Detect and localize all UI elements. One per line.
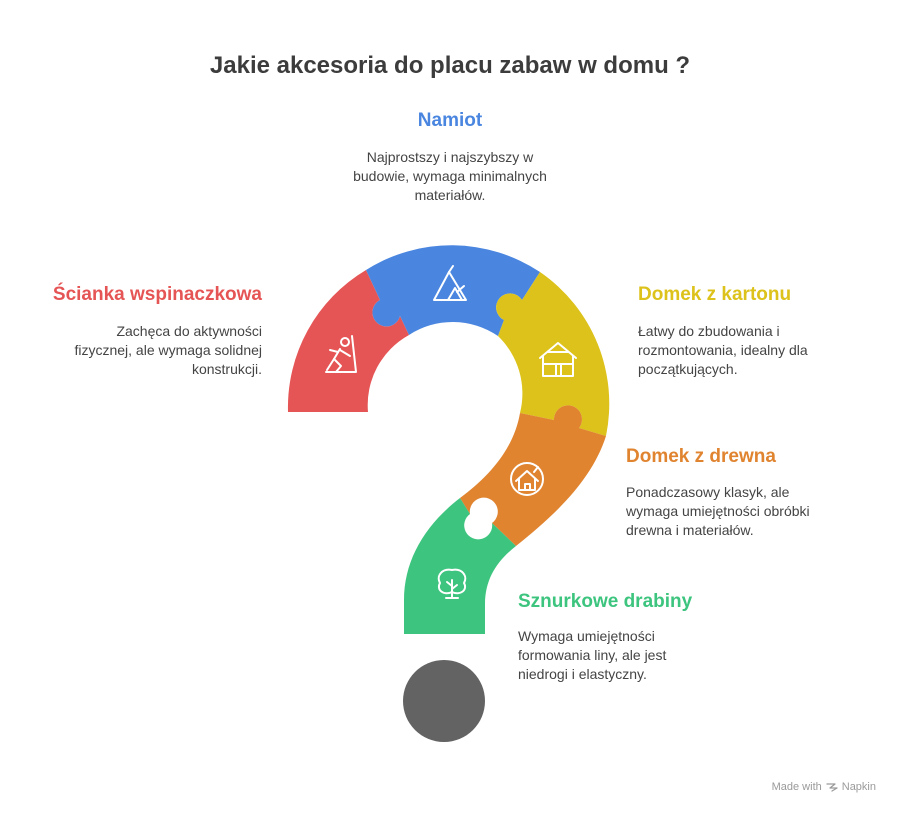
item-title-scianka: Ścianka wspinaczkowa (52, 284, 262, 305)
napkin-logo-icon (826, 783, 838, 792)
credit-brand: Napkin (841, 781, 876, 793)
item-desc-drabiny: Wymaga umiejętności formowania liny, ale… (518, 628, 667, 682)
tree-icon (437, 568, 467, 599)
item-desc-scianka: Zachęca do aktywności fizycznej, ale wym… (74, 323, 262, 377)
item-desc-karton: Łatwy do zbudowania i rozmontowania, ide… (638, 323, 808, 377)
wooden-house-icon (510, 462, 544, 496)
question-dot (403, 660, 485, 742)
item-desc-drewno: Ponadczasowy klasyk, ale wymaga umiejętn… (626, 484, 810, 538)
tent-icon (433, 265, 467, 301)
climber-icon (325, 335, 357, 373)
puzzle-piece-green (404, 498, 516, 634)
item-title-namiot: Namiot (417, 110, 483, 131)
page-title: Jakie akcesoria do placu zabaw w domu ? (209, 52, 691, 79)
item-desc-namiot: Najprostszy i najszybszy w budowie, wyma… (353, 149, 547, 203)
item-title-drabiny: Sznurkowe drabiny (518, 591, 693, 612)
item-title-karton: Domek z kartonu (638, 284, 792, 305)
item-title-drewno: Domek z drewna (626, 446, 776, 467)
made-with-credit[interactable]: Made with Napkin (772, 781, 876, 793)
cardboard-house-icon (539, 342, 577, 377)
credit-prefix: Made with (771, 781, 822, 793)
puzzle-piece-yellow (496, 272, 610, 436)
